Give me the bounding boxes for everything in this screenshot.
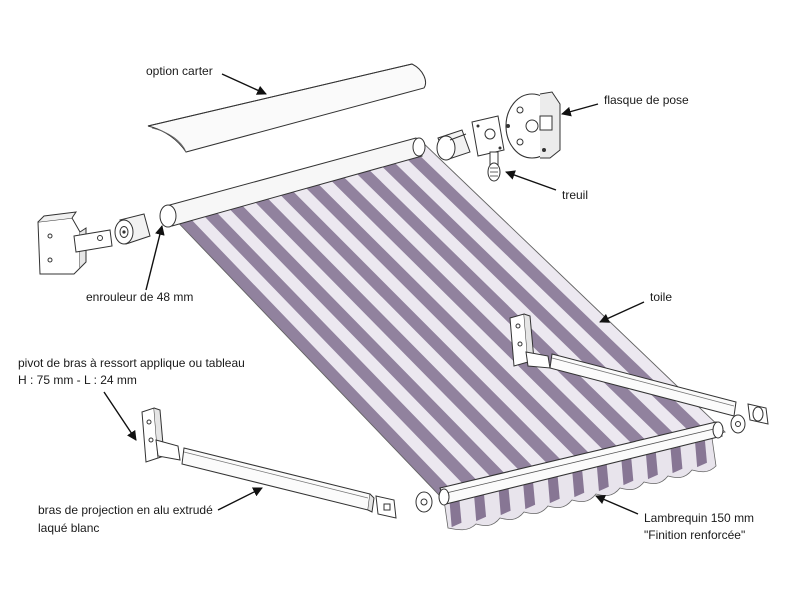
- valance-stripe: [449, 500, 462, 528]
- front-bar: [438, 421, 724, 506]
- valance-stripe: [695, 440, 707, 468]
- label-pivot-line1: pivot de bras à ressort applique ou tabl…: [18, 356, 245, 370]
- fabric-stripe: [344, 158, 654, 452]
- valance-stripe: [621, 458, 634, 486]
- fabric-toile: [167, 139, 726, 497]
- valance-stripes: [449, 440, 707, 528]
- valance-stripe: [498, 488, 511, 516]
- fabric-stripe: [268, 179, 569, 471]
- left-projection-arm: [181, 447, 375, 513]
- label-option-carter: option carter: [146, 64, 213, 78]
- roller-tube: [159, 137, 426, 228]
- cover-carter: [147, 63, 426, 153]
- mounting-plate-flasque: [505, 91, 561, 159]
- fabric-stripe: [218, 194, 512, 484]
- fabric-stripes: [168, 143, 711, 496]
- label-enrouleur: enrouleur de 48 mm: [86, 290, 194, 304]
- left-pivot: [141, 407, 181, 463]
- label-bras-line2: laqué blanc: [38, 521, 100, 535]
- callout-arrows: [103, 73, 645, 515]
- label-treuil: treuil: [562, 188, 589, 202]
- label-flasque-de-pose: flasque de pose: [604, 93, 689, 107]
- fabric-stripe: [193, 201, 483, 490]
- right-end-plug: [436, 129, 471, 161]
- right-pivot: [509, 313, 551, 369]
- right-arm-elbow: [730, 403, 769, 434]
- label-pivot-line2: H : 75 mm - L : 24 mm: [18, 373, 137, 387]
- label-toile: toile: [650, 290, 673, 304]
- valance-stripe: [670, 446, 683, 474]
- fabric-stripe: [294, 172, 597, 464]
- valance-stripe: [547, 476, 560, 504]
- fabric-stripe: [394, 143, 711, 439]
- valance-lambrequin: [443, 437, 717, 531]
- valance-stripe: [572, 470, 585, 498]
- label-bras-line1: bras de projection en alu extrudé: [38, 503, 213, 517]
- left-bracket: [37, 211, 113, 275]
- left-end-plug: [114, 213, 151, 245]
- valance-stripe: [523, 482, 536, 510]
- left-arm-elbow: [375, 491, 433, 519]
- label-lambrequin-line2: "Finition renforcée": [644, 528, 746, 542]
- valance-stripe: [596, 464, 609, 492]
- label-lambrequin-line1: Lambrequin 150 mm: [644, 511, 755, 525]
- winch-gear-treuil: [471, 115, 505, 182]
- fabric-stripe: [168, 208, 455, 496]
- valance-stripe: [646, 452, 658, 480]
- valance-stripe: [474, 494, 487, 522]
- fabric-stripe: [319, 165, 626, 458]
- fabric-stripe: [243, 186, 540, 477]
